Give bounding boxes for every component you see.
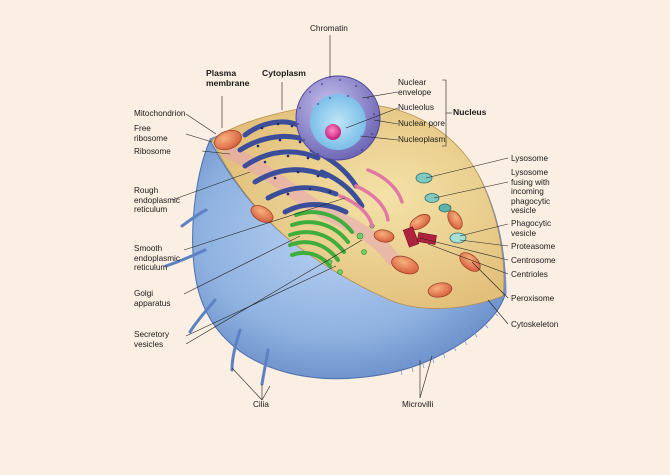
label-smooth-er: Smooth endoplasmic reticulum	[134, 244, 180, 272]
label-centrioles: Centrioles	[511, 270, 548, 279]
label-lysosome-fusing: Lysosome fusing with incoming phagocytic…	[511, 168, 551, 215]
label-chromatin: Chromatin	[310, 24, 348, 33]
label-cilia: Cilia	[253, 400, 269, 409]
cilia	[164, 208, 270, 386]
label-secretory-vesicles: Secretory vesicles	[134, 330, 170, 349]
rough-er	[237, 119, 365, 215]
label-nucleolus: Nucleolus	[398, 103, 434, 112]
mitochondria	[214, 129, 481, 298]
nucleus-illustration	[295, 75, 381, 161]
rough-er-ribosomes	[256, 122, 332, 196]
label-nucleoplasm: Nucleoplasm	[398, 135, 446, 144]
chromatin-dots	[297, 79, 375, 155]
label-nucleus: Nucleus	[453, 107, 487, 117]
label-nuclear-envelope: Nuclear envelope	[398, 78, 432, 97]
label-lysosome: Lysosome	[511, 154, 549, 163]
label-peroxisome: Peroxisome	[511, 294, 555, 303]
leader-lines	[171, 35, 509, 401]
label-phagocytic-vesicle: Phagocytic vesicle	[511, 219, 552, 238]
label-free-ribosome: Free ribosome	[134, 124, 168, 143]
vesicles	[327, 223, 375, 275]
centrioles	[402, 226, 437, 248]
label-proteasome: Proteasome	[511, 242, 556, 251]
label-mitochondrion: Mitochondrion	[134, 109, 186, 118]
label-nuclear-pore: Nuclear pore	[398, 119, 445, 128]
label-microvilli: Microvilli	[402, 400, 434, 409]
label-rough-er: Rough endoplasmic reticulum	[134, 186, 180, 214]
smooth-er	[338, 168, 404, 228]
label-cytoplasm: Cytoplasm	[262, 68, 306, 78]
label-cytoskeleton: Cytoskeleton	[511, 320, 559, 329]
label-plasma-membrane: Plasma membrane	[206, 68, 250, 88]
label-golgi-apparatus: Golgi apparatus	[134, 289, 171, 308]
label-ribosome: Ribosome	[134, 147, 171, 156]
label-centrosome: Centrosome	[511, 256, 556, 265]
